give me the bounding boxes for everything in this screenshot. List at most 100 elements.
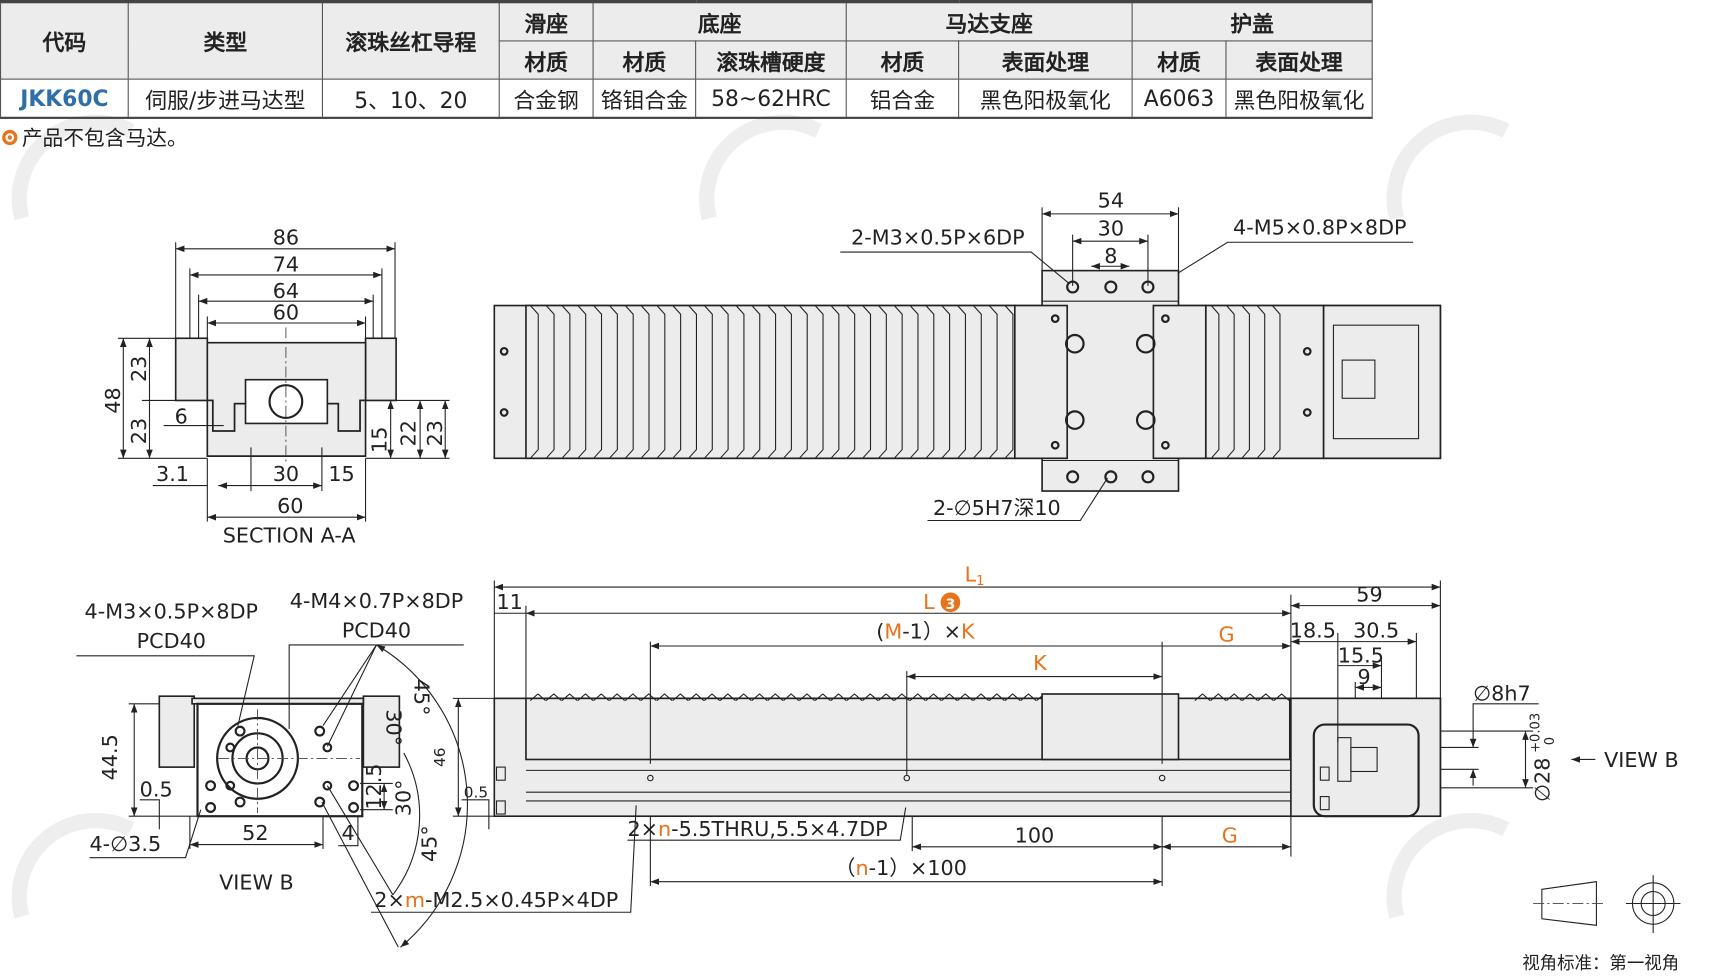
shaft-dia: ∅8h7 [1473, 682, 1531, 706]
watermark-logo [699, 114, 822, 221]
dim-54: 54 [1098, 188, 1124, 212]
bellows-pleat [1257, 693, 1274, 701]
tap-m-callout: 2×m-M2.5×0.45P×4DP [374, 888, 618, 912]
dim-15: 15 [328, 462, 354, 486]
mounting-hole-icon [1065, 333, 1085, 354]
hole-icon [499, 347, 509, 356]
pcd1-label: PCD40 [137, 629, 206, 653]
dim-23-right: 23 [423, 420, 447, 446]
bellows-pleat [577, 305, 587, 459]
dim-22: 22 [397, 420, 421, 446]
cell-code[interactable]: JKK60C [0, 78, 129, 119]
cone-icon [1541, 881, 1597, 926]
note-badge-icon [940, 592, 961, 613]
slider-end-left [1013, 304, 1069, 460]
view-b: 4-M3×0.5P×8DP PCD40 4-M4×0.7P×8DP PCD40 … [76, 589, 468, 948]
bellows-pleat [545, 693, 562, 701]
bellows-pleat [783, 693, 800, 701]
bellows-pleat [1241, 693, 1258, 701]
header-row: 代码 类型 滚珠丝杠导程 滑座 底座 马达支座 护盖 [0, 1, 1373, 80]
bellows-pleat [909, 693, 926, 701]
section-label: SECTION A-A [223, 523, 356, 547]
hole-icon [1302, 347, 1312, 356]
dim-30-5: 30.5 [1353, 618, 1399, 642]
bellows-pleat [814, 305, 824, 459]
subheader: 表面处理 [958, 40, 1133, 80]
bellows-pleat [893, 305, 903, 459]
dim-44-5: 44.5 [98, 734, 122, 780]
bellows-pleat [1241, 305, 1250, 459]
bellows-pleat [767, 693, 784, 701]
bellows-pleat [529, 305, 539, 459]
bellows-pleat [862, 305, 872, 459]
bellows-pleat [830, 305, 840, 459]
dim-0-5: 0.5 [140, 778, 173, 802]
bellows-pleat [577, 693, 594, 701]
motor-mount-side [1290, 697, 1442, 818]
bellows-pleat [846, 305, 856, 459]
dim-15-right: 15 [367, 427, 391, 453]
bellows-pleat [719, 693, 736, 701]
note-badge-number: 3 [945, 597, 955, 613]
dim-46: 46 [431, 748, 449, 767]
slider-end-right [1152, 304, 1207, 460]
projection-label: 视角标准：第一视角 [1522, 954, 1679, 974]
bellows-pleat [735, 305, 745, 459]
dim-L: L [923, 590, 935, 614]
bellows-pleat [941, 693, 958, 701]
bellows-pleat [624, 693, 641, 701]
tap2-callout: 4-M4×0.7P×8DP [290, 589, 464, 613]
subheader: 材质 [592, 40, 697, 80]
dim-12-5: 12.5 [362, 764, 386, 810]
cell: 5、10、20 [321, 78, 500, 119]
bellows-pleat [640, 693, 657, 701]
bellows-pleat [1226, 305, 1235, 459]
thru-hole-callout: 2×n-5.5THRU,5.5×4.7DP [627, 817, 887, 841]
cell: 黑色阳极氧化 [1225, 78, 1373, 119]
subheader-row: 材质 材质 滚珠槽硬度 材质 表面处理 材质 表面处理 [1, 40, 1373, 80]
subheader: 滚珠槽硬度 [695, 40, 847, 80]
dim-60-bottom: 60 [277, 494, 303, 518]
bellows-pleat [878, 693, 895, 701]
pcd2-label: PCD40 [342, 618, 411, 642]
subheader: 材质 [845, 40, 960, 80]
coupling [1341, 359, 1376, 399]
dim-G-bottom: G [1222, 823, 1238, 847]
bore-tol-lower: 0 [1543, 737, 1558, 745]
holes-callout: 4-∅3.5 [89, 832, 161, 856]
subheader: 材质 [498, 40, 594, 80]
bellows-pleat [1256, 305, 1266, 459]
mounting-hole-icon [1135, 410, 1156, 430]
slider-top [1041, 693, 1180, 761]
bellows-pleat [1020, 693, 1037, 701]
bellows-pleat [830, 693, 847, 701]
top-view: 54 30 8 2-M3×0.5P×6DP 4-M5×0.8P×8DP 2-∅5… [493, 188, 1442, 522]
dim-11: 11 [496, 590, 522, 614]
rail-right [364, 337, 397, 402]
header-slider: 滑座 [498, 1, 594, 42]
bellows-pleat [1273, 693, 1290, 701]
bellows-pleat [798, 305, 808, 459]
cell: A6063 [1131, 78, 1227, 119]
mounting-hole-icon [1104, 470, 1118, 484]
dim-18-5: 18.5 [1290, 618, 1336, 642]
bellows-pleat [735, 693, 752, 701]
bellows-pleat [703, 305, 713, 459]
dim-4: 4 [342, 821, 355, 845]
bellows-pleat [672, 305, 682, 459]
motor-window [1332, 324, 1420, 440]
dim-59: 59 [1356, 582, 1382, 606]
tap-right-callout: 4-M5×0.8P×8DP [1233, 216, 1407, 240]
watermark-logo [11, 114, 135, 221]
bellows-pleat [1194, 693, 1211, 701]
bellows-pleat [688, 693, 705, 701]
bellows-pleat [751, 693, 768, 701]
bellows-pleat [846, 693, 863, 701]
angle-30-top: 30° [381, 709, 405, 746]
bellows-left [525, 304, 1016, 460]
mounting-hole-icon [1066, 470, 1080, 484]
cell: 铬钼合金 [592, 78, 697, 119]
bellows-pleat [1004, 693, 1021, 701]
subheader: 表面处理 [1225, 40, 1373, 80]
